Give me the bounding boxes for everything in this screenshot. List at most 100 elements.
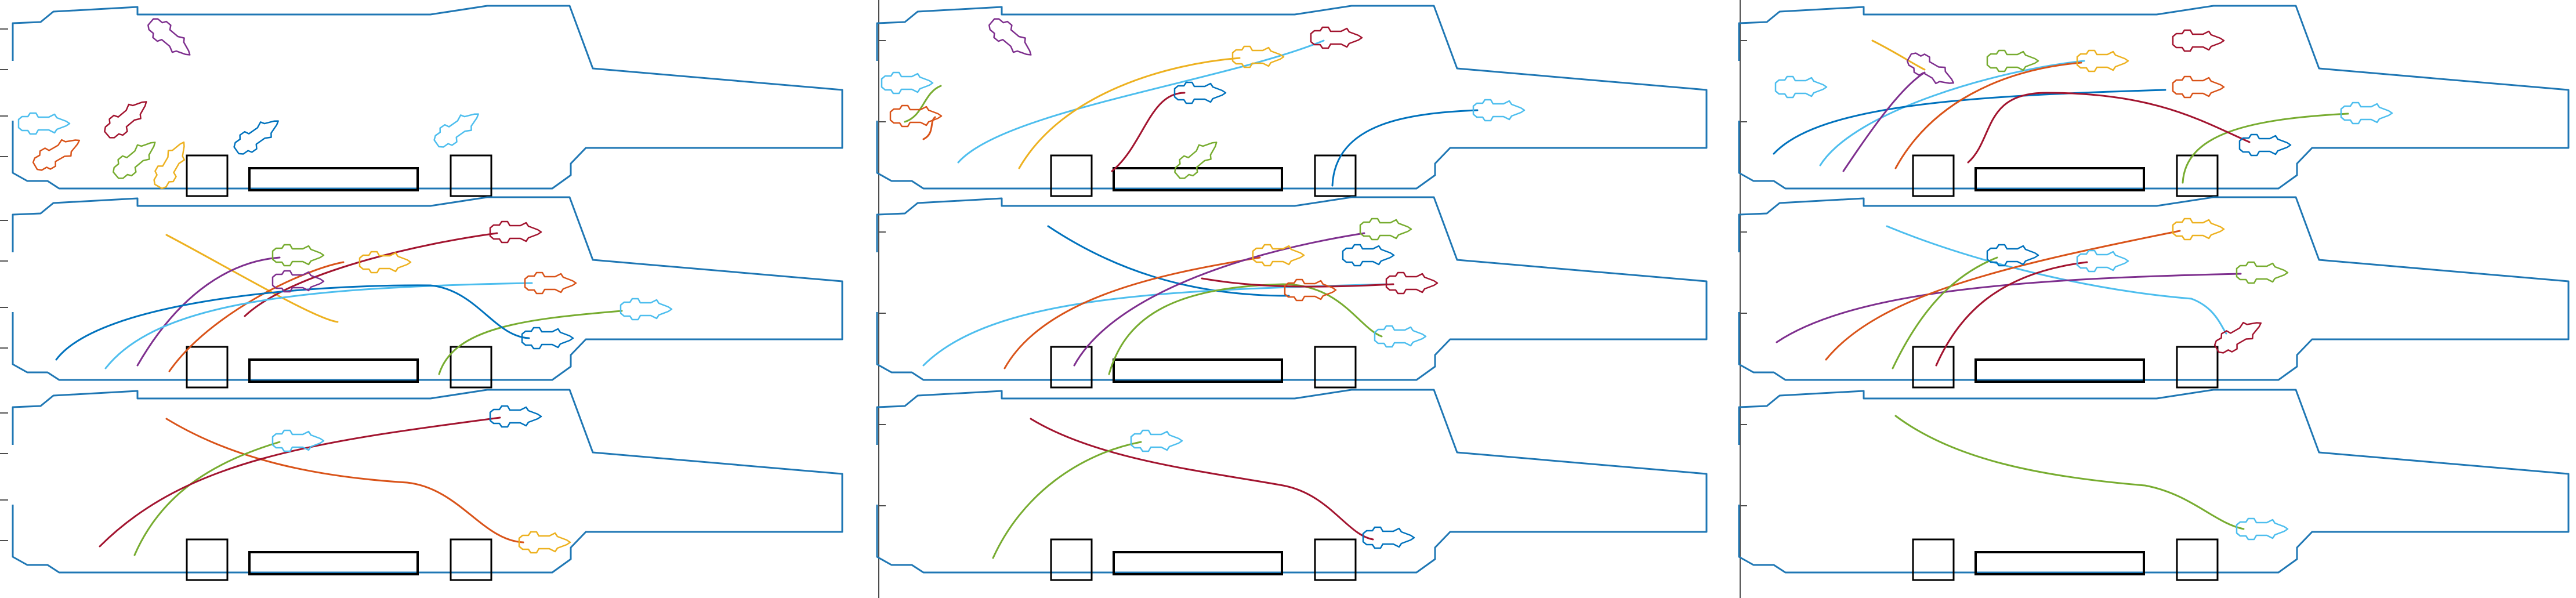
deck-island [248,551,419,575]
trajectory-blue [55,284,530,361]
deck-outline [1738,389,2570,574]
aircraft-green-icon [2236,261,2289,284]
trajectory-purple [1073,232,1365,367]
deck-elevator-right [450,538,492,581]
aircraft-blue-icon [521,327,574,350]
trajectory-green [438,310,623,375]
deck-frame-c1-r3 [12,389,843,581]
aircraft-blue-icon [1173,81,1227,104]
trajectory-red [1201,277,1394,288]
deck-island [1974,358,2145,383]
aircraft-orange-icon [32,139,81,171]
trajectory-cyan [1819,60,2085,166]
aircraft-cyan-icon [433,113,479,148]
trajectory-orange [1825,230,2181,361]
trajectory-red [99,416,501,548]
aircraft-cyan-icon [17,112,71,135]
aircraft-red-icon [1385,271,1439,295]
deck-island [1113,358,1283,383]
deck-elevator-left [1050,538,1093,581]
deck-outline [12,389,843,574]
deck-frame-c2-r1 [876,5,1708,197]
deck-frame-c1-r1 [12,5,843,197]
trajectory-purple [1776,273,2242,343]
deck-outline [876,389,1708,574]
deck-elevator-right [1314,538,1357,581]
aircraft-blue-icon [1986,244,2039,267]
trajectory-orange [1894,61,2082,169]
trajectory-orange [922,116,936,140]
deck-frame-c3-r2 [1738,196,2570,389]
aircraft-red-icon [2213,321,2262,354]
trajectory-green [904,85,942,123]
trajectory-orange [168,261,345,372]
deck-elevator-right [2176,154,2219,197]
deck-outline [876,196,1708,381]
deck-elevator-right [1314,346,1357,389]
deck-outline [12,196,843,381]
aircraft-red-icon [2172,29,2225,52]
aircraft-cyan-icon [2236,517,2289,541]
aircraft-cyan-icon [1374,325,1427,348]
trajectory-red [1111,92,1186,172]
aircraft-orange-icon [1284,278,1337,302]
deck-frame-c2-r2 [876,196,1708,389]
aircraft-green-icon [1359,218,1412,241]
deck-frame-c3-r1 [1738,5,2570,197]
aircraft-yellow-icon [1252,244,1305,267]
trajectory-cyan [1886,225,2227,335]
trajectory-yellow [1018,57,1241,169]
trajectory-yellow [165,234,339,323]
aircraft-blue-icon [2238,133,2292,157]
aircraft-purple-icon [271,270,325,293]
aircraft-blue-icon [233,120,279,155]
deck-outline [12,5,843,190]
deck-island [248,167,419,191]
deck-island [1113,551,1283,575]
aircraft-purple-icon [147,18,191,56]
deck-outline [876,5,1708,190]
deck-outline [1738,5,2570,190]
trajectory-green [133,441,281,556]
aircraft-cyan-icon [1472,99,1526,122]
deck-elevator-left [1050,154,1093,197]
trajectory-red [1935,261,2088,367]
trajectory-red [1967,92,2251,164]
aircraft-red-icon [1310,26,1363,49]
deck-frame-c1-r2 [12,196,843,389]
aircraft-green-icon [271,244,325,267]
deck-island [1113,167,1283,191]
aircraft-orange-icon [524,271,577,295]
aircraft-red-icon [489,220,542,244]
trajectory-red [244,232,498,317]
aircraft-purple-icon [988,18,1032,56]
deck-elevator-right [1314,154,1357,197]
aircraft-blue-icon [1342,244,1395,267]
deck-island [1974,167,2145,191]
aircraft-cyan-icon [619,298,673,321]
trajectory-purple [1842,71,1926,172]
trajectory-blue [1047,225,1290,297]
trajectory-yellow [1871,39,1926,71]
deck-outline [1738,196,2570,381]
deck-elevator-left [1912,154,1955,197]
trajectory-green [992,441,1142,559]
trajectory-blue [1773,89,2166,155]
trajectory-blue [1331,109,1479,187]
trajectory-green [2182,113,2349,184]
deck-elevator-right [2176,538,2219,581]
deck-elevator-right [450,154,492,197]
deck-elevator-left [186,154,229,197]
aircraft-cyan-icon [1774,75,1828,99]
aircraft-yellow-icon [2076,49,2129,73]
deck-elevator-left [1912,346,1955,389]
trajectory-orange [1003,256,1261,369]
aircraft-green-icon [1174,142,1218,179]
trajectory-red [1030,418,1374,541]
trajectory-cyan [104,282,533,369]
deck-elevator-left [1912,538,1955,581]
deck-elevator-left [186,346,229,389]
aircraft-cyan-icon [2076,249,2129,273]
